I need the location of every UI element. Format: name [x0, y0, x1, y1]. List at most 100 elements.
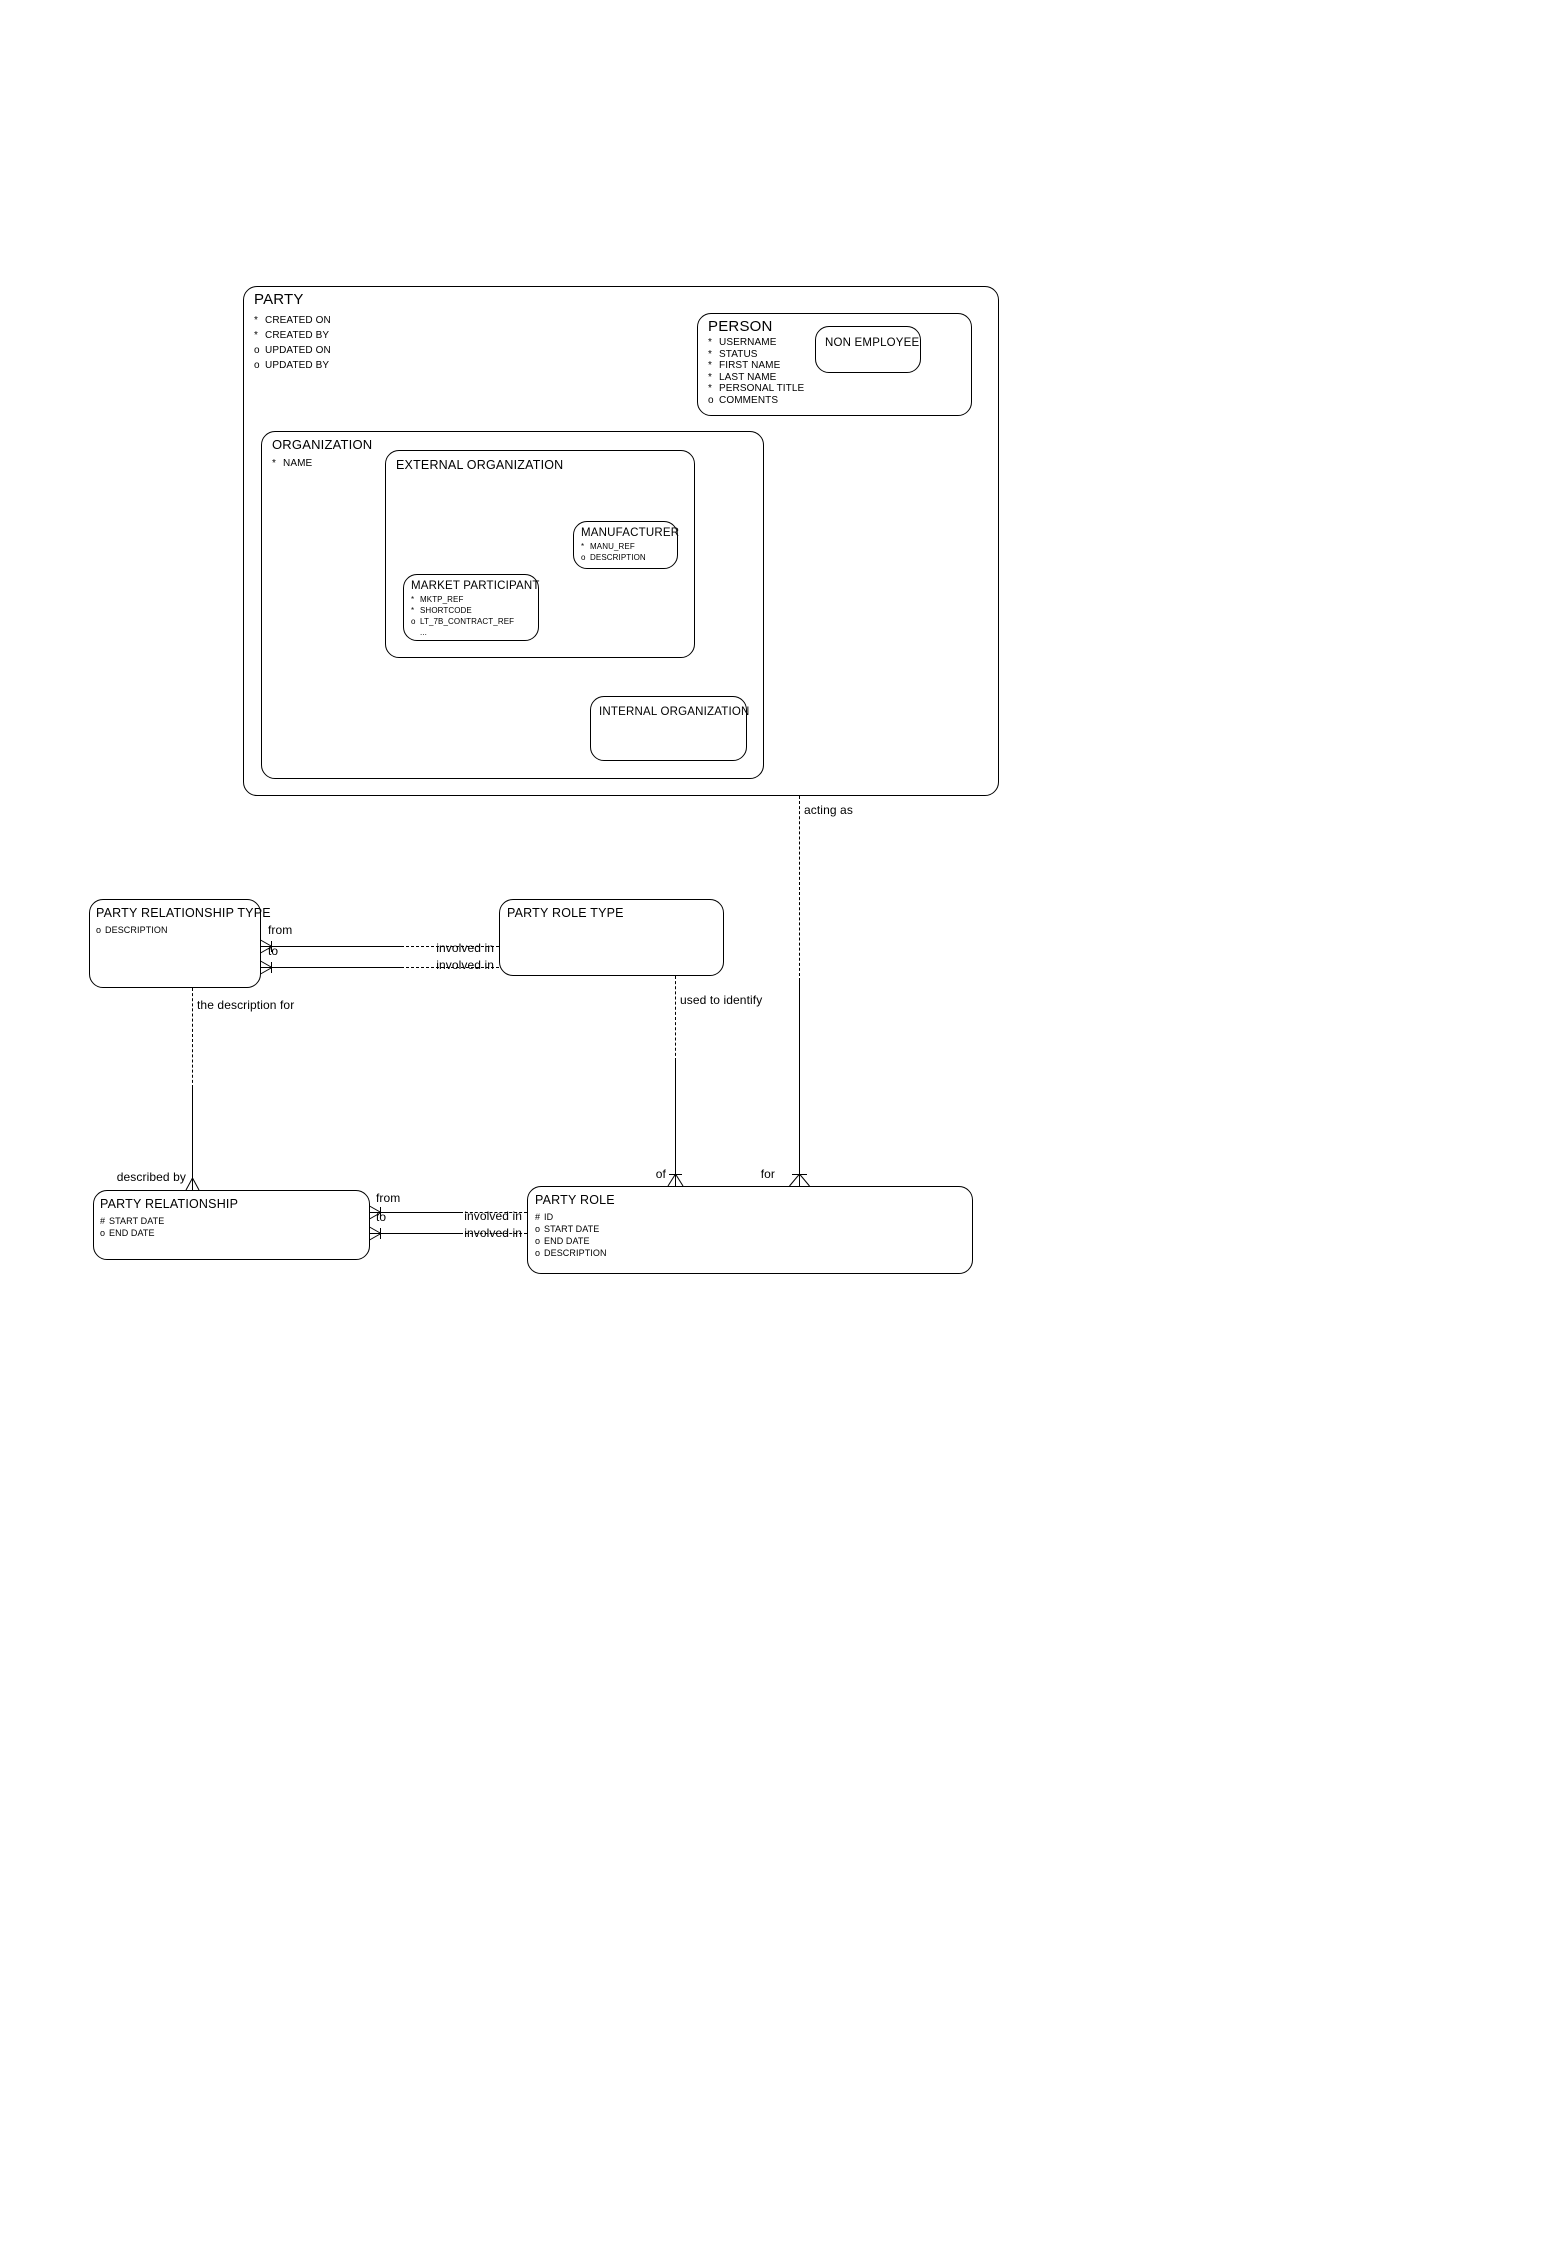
- entity-external-organization-name: EXTERNAL ORGANIZATION: [396, 458, 564, 472]
- attr-marker: o: [535, 1236, 541, 1246]
- relationship-label-pr-from: from: [376, 1191, 401, 1205]
- relationship-label-for: for: [760, 1167, 775, 1181]
- relationship-label-pr-involved-in-1: involved in: [464, 1209, 522, 1223]
- relationship-line-prt-from-solid: [271, 946, 401, 947]
- entity-organization-name: ORGANIZATION: [272, 437, 373, 452]
- relationship-line-acting-as-optional: [799, 796, 800, 981]
- attr-marker: *: [254, 315, 258, 326]
- attr-marker: o: [708, 394, 714, 406]
- attr-marker: *: [708, 337, 712, 348]
- attr-label: COMMENTS: [719, 394, 779, 406]
- entity-organization[interactable]: ORGANIZATION * NAME: [261, 431, 764, 779]
- attr-marker: #: [535, 1212, 541, 1222]
- entity-party-name: PARTY: [254, 291, 304, 308]
- entity-market-participant[interactable]: MARKET PARTICIPANT *MKTP_REF *SHORTCODE …: [403, 574, 539, 641]
- attr-marker: o: [581, 553, 586, 562]
- attr-label: NAME: [283, 458, 313, 469]
- relationship-line-of-mandatory: [675, 1061, 676, 1186]
- crowsfoot-pr-from: [369, 1205, 382, 1220]
- relationship-label-pr-involved-in-2: involved in: [464, 1226, 522, 1240]
- attr-label: START DATE: [544, 1224, 600, 1234]
- entity-person[interactable]: PERSON * USERNAME * STATUS * FIRST NAME * LA…: [697, 313, 972, 416]
- entity-non-employee-name: NON EMPLOYEE: [825, 337, 920, 349]
- crowsfoot-of: [667, 1174, 684, 1187]
- attr-marker: o: [411, 617, 416, 626]
- crowsfoot-described-by: [185, 1178, 200, 1191]
- attr-marker: *: [708, 360, 712, 371]
- attr-marker: #: [100, 1216, 106, 1226]
- attr-label: DESCRIPTION: [105, 925, 168, 935]
- attr-marker: *: [708, 348, 712, 360]
- relationship-label-the-description-for: the description for: [197, 998, 295, 1012]
- relationship-label-of: of: [655, 1167, 666, 1181]
- entity-external-organization[interactable]: EXTERNAL ORGANIZATION: [385, 450, 695, 658]
- attr-label: MKTP_REF: [420, 595, 464, 604]
- relationship-line-pr-from-dashed: [460, 1212, 527, 1213]
- entity-party-relationship-type-name: PARTY RELATIONSHIP TYPE: [96, 906, 271, 920]
- relationship-line-prt-from-dashed: [401, 946, 499, 947]
- entity-person-name: PERSON: [708, 318, 773, 335]
- crowsfoot-prt-to: [260, 960, 273, 975]
- attr-label: END DATE: [109, 1228, 155, 1238]
- attr-marker: *: [272, 458, 276, 469]
- crowsfoot-prt-from: [260, 939, 273, 954]
- attr-marker: o: [100, 1228, 106, 1238]
- relationship-label-acting-as: acting as: [804, 803, 853, 817]
- attr-label: LAST NAME: [719, 371, 777, 383]
- attr-label: LT_7B_CONTRACT_REF: [420, 617, 515, 626]
- relationship-line-prt-to-solid: [271, 967, 401, 968]
- relationship-label-prt-to: to: [268, 944, 279, 958]
- attr-marker: o: [96, 925, 102, 935]
- relationship-label-pr-to: to: [376, 1210, 387, 1224]
- attr-marker: o: [535, 1224, 541, 1234]
- crowsfoot-pr-to: [369, 1226, 382, 1241]
- entity-party-role-name: PARTY ROLE: [535, 1193, 615, 1207]
- entity-manufacturer[interactable]: MANUFACTURER * MANU_REF o DESCRIPTION: [573, 521, 680, 569]
- attr-label: SHORTCODE: [420, 606, 472, 615]
- attr-label: DESCRIPTION: [544, 1248, 607, 1258]
- entity-internal-organization[interactable]: INTERNAL ORGANIZATION: [590, 696, 749, 761]
- attr-marker: *: [708, 371, 712, 383]
- relationship-line-described-by-mandatory: [192, 1088, 193, 1190]
- attr-label: FIRST NAME: [719, 360, 781, 371]
- relationship-label-prt-from: from: [268, 923, 293, 937]
- attr-label: END DATE: [544, 1236, 590, 1246]
- attr-marker: *: [254, 330, 258, 341]
- relationship-label-described-by: described by: [116, 1170, 186, 1184]
- attr-marker: *: [581, 542, 585, 551]
- attr-label: USERNAME: [719, 337, 777, 348]
- entity-non-employee[interactable]: NON EMPLOYEE: [815, 326, 921, 373]
- attr-label: UPDATED BY: [265, 360, 330, 371]
- entity-manufacturer-attributes: * MANU_REF o DESCRIPTION: [581, 541, 646, 563]
- attr-marker: o: [535, 1248, 541, 1258]
- relationship-line-description-for-optional: [192, 988, 193, 1088]
- attr-label: CREATED BY: [265, 330, 330, 341]
- relationship-label-prt-involved-in-2: involved in: [436, 958, 494, 972]
- entity-market-participant-name: MARKET PARTICIPANT: [411, 580, 540, 592]
- relationship-label-used-to-identify: used to identify: [680, 993, 763, 1007]
- entity-manufacturer-name: MANUFACTURER: [581, 527, 680, 539]
- relationship-line-pr-to-dashed: [460, 1233, 527, 1234]
- attr-label: MANU_REF: [590, 542, 635, 551]
- relationship-label-prt-involved-in-1: involved in: [436, 941, 494, 955]
- attr-label: STATUS: [719, 348, 758, 360]
- entity-organization-attributes: * NAME: [272, 456, 312, 471]
- attr-label: DESCRIPTION: [590, 553, 646, 562]
- attr-marker: o: [254, 345, 260, 356]
- entity-person-attributes: * USERNAME * STATUS * FIRST NAME * LAST NAME…: [708, 337, 804, 406]
- relationship-line-acting-as-mandatory: [799, 981, 800, 1186]
- relationship-line-pr-from-solid: [380, 1212, 460, 1213]
- attr-marker: *: [411, 606, 415, 615]
- entity-party-role-type[interactable]: PARTY ROLE TYPE: [499, 899, 724, 976]
- attr-label: START DATE: [109, 1216, 165, 1226]
- relationship-line-used-to-identify-optional: [675, 976, 676, 1061]
- attr-marker: o: [254, 360, 260, 371]
